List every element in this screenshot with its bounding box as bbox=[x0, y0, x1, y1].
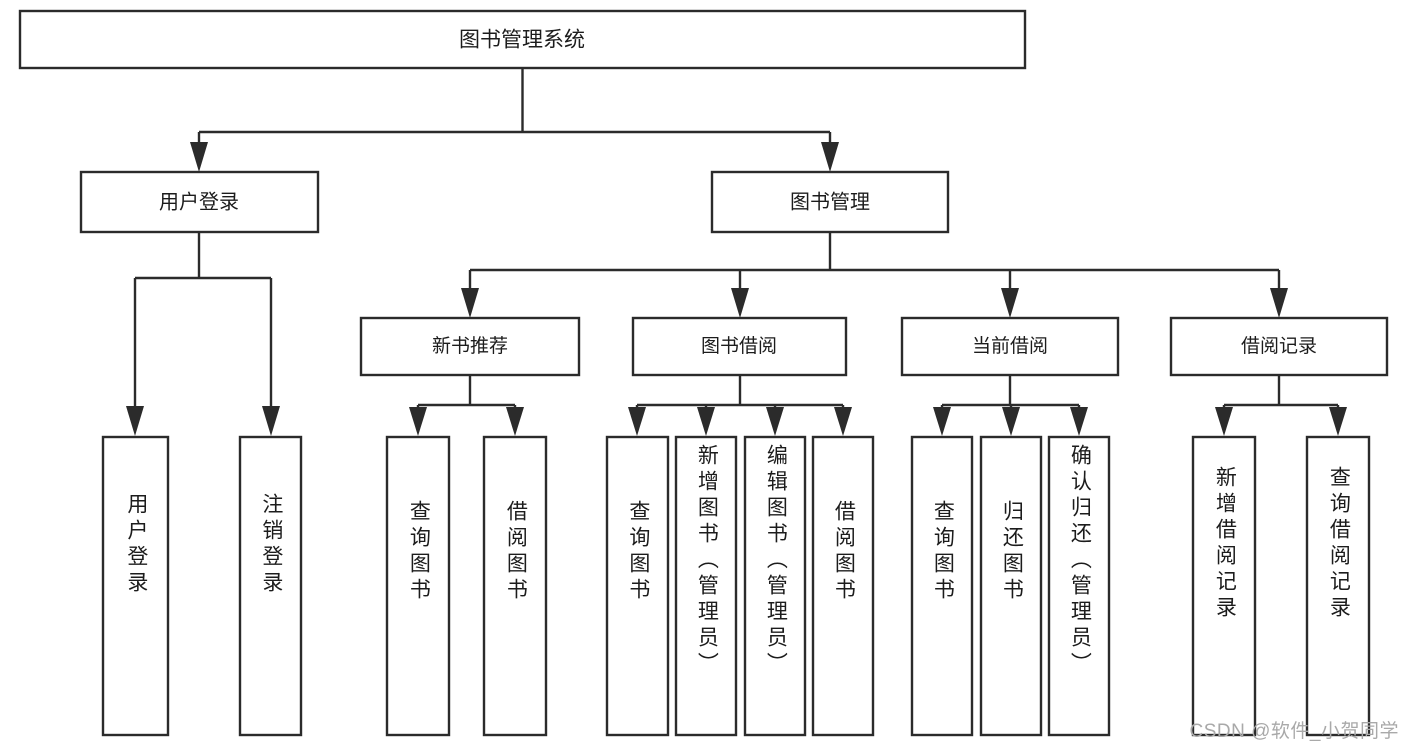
arrow-head-add-book-admin bbox=[697, 407, 715, 436]
node-label-book-management: 图书管理 bbox=[790, 190, 870, 213]
node-box-add-borrow-record[interactable] bbox=[1191, 435, 1257, 737]
arrow-head-edit-book-admin bbox=[766, 407, 784, 436]
arrow-head-borrow-book-2 bbox=[834, 407, 852, 436]
node-box-query-book-3[interactable] bbox=[910, 435, 974, 737]
node-box-borrow-book-2[interactable] bbox=[811, 435, 875, 737]
node-box-query-book-2[interactable] bbox=[605, 435, 670, 737]
arrow-head-confirm-return-admin bbox=[1070, 407, 1088, 436]
node-box-user-login-leaf[interactable] bbox=[101, 435, 170, 737]
node-box-root[interactable] bbox=[18, 9, 1027, 70]
arrow-head-user-login bbox=[190, 142, 208, 172]
arrow-head-query-book-1 bbox=[409, 407, 427, 436]
arrow-head-logout-leaf bbox=[262, 406, 280, 436]
node-box-query-book-1[interactable] bbox=[385, 435, 451, 737]
node-label-book-borrow: 图书借阅 bbox=[701, 335, 777, 357]
arrow-head-query-book-2 bbox=[628, 407, 646, 436]
node-box-edit-book-admin[interactable] bbox=[743, 435, 807, 737]
node-box-return-book[interactable] bbox=[979, 435, 1043, 737]
node-layer: 图书管理系统 用户登录 图书管理 新书推荐 图书借阅 当前借阅 借阅记录 bbox=[18, 9, 1389, 737]
arrow-head-user-login-leaf bbox=[126, 406, 144, 436]
arrow-head-current-borrow bbox=[1001, 288, 1019, 318]
node-box-borrow-record[interactable] bbox=[1169, 316, 1389, 377]
arrow-head-borrow-book-1 bbox=[506, 407, 524, 436]
arrow-head-add-borrow-record bbox=[1215, 407, 1233, 436]
connector-layer bbox=[126, 68, 1347, 436]
node-box-logout-leaf[interactable] bbox=[238, 435, 303, 737]
arrow-head-borrow-record bbox=[1270, 288, 1288, 318]
arrow-head-book-borrow bbox=[731, 288, 749, 318]
node-label-root: 图书管理系统 bbox=[459, 29, 585, 52]
arrow-head-query-borrow-record bbox=[1329, 407, 1347, 436]
node-label-new-book-recommend: 新书推荐 bbox=[432, 335, 508, 357]
node-box-query-borrow-record[interactable] bbox=[1305, 435, 1371, 737]
node-label-user-login: 用户登录 bbox=[159, 190, 239, 213]
node-box-borrow-book-1[interactable] bbox=[482, 435, 548, 737]
node-box-book-management[interactable] bbox=[710, 170, 950, 234]
arrow-head-query-book-3 bbox=[933, 407, 951, 436]
watermark-text: CSDN @软件_小贺同学 bbox=[1189, 721, 1399, 742]
node-box-confirm-return-admin[interactable] bbox=[1047, 435, 1111, 737]
node-label-borrow-record: 借阅记录 bbox=[1241, 335, 1317, 357]
node-label-current-borrow: 当前借阅 bbox=[972, 335, 1048, 357]
node-box-add-book-admin[interactable] bbox=[674, 435, 738, 737]
node-box-new-book-recommend[interactable] bbox=[359, 316, 581, 377]
arrow-head-new-book-recommend bbox=[461, 288, 479, 318]
node-box-book-borrow[interactable] bbox=[631, 316, 848, 377]
node-box-current-borrow[interactable] bbox=[900, 316, 1120, 377]
node-box-user-login[interactable] bbox=[79, 170, 320, 234]
arrow-head-book-management bbox=[821, 142, 839, 172]
arrow-head-return-book bbox=[1002, 407, 1020, 436]
